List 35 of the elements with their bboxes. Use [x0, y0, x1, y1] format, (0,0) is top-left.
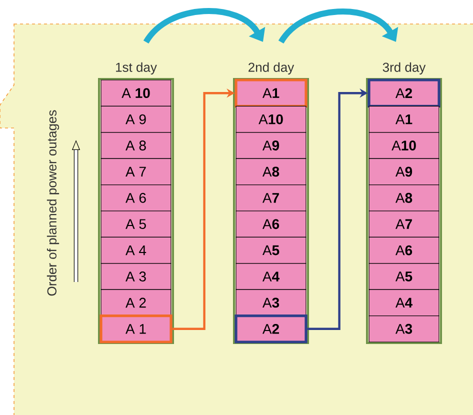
cell: A9: [236, 132, 306, 159]
cell: A8: [236, 158, 306, 186]
cell: A6: [236, 210, 306, 238]
node-label: 3rd day: [382, 62, 426, 74]
cell: A7: [368, 210, 440, 238]
cell: A5: [236, 236, 306, 264]
cell: A 5: [100, 210, 172, 238]
cell: A5: [368, 263, 440, 290]
cell: A9: [368, 158, 440, 186]
cell: A10: [368, 132, 440, 159]
curved-arrow: [278, 8, 398, 44]
cell: A 2: [100, 289, 172, 316]
cell: A4: [368, 289, 440, 316]
cell: A1: [368, 106, 440, 133]
cell: A 3: [100, 263, 172, 290]
cell: A 9: [100, 106, 172, 133]
cell: A10: [236, 106, 306, 133]
cell: A 4: [100, 236, 172, 264]
cell: A 1: [100, 314, 172, 344]
cell: A8: [368, 184, 440, 212]
axis-label: Order of planned power outages: [46, 110, 60, 296]
cell: A2: [234, 314, 308, 344]
cell: A3: [368, 316, 440, 342]
cell: A6: [368, 236, 440, 264]
cell: A2: [368, 78, 440, 108]
node-label: 1st day: [116, 62, 157, 74]
node-label: 2nd day: [248, 62, 294, 74]
cell: A7: [236, 184, 306, 212]
cell: A 8: [100, 132, 172, 159]
cell: A3: [236, 289, 306, 316]
cell: A 10: [100, 80, 172, 106]
cell: A4: [236, 263, 306, 290]
cell: A 6: [100, 184, 172, 212]
cell: A 7: [100, 158, 172, 186]
cell: A1: [234, 78, 308, 108]
